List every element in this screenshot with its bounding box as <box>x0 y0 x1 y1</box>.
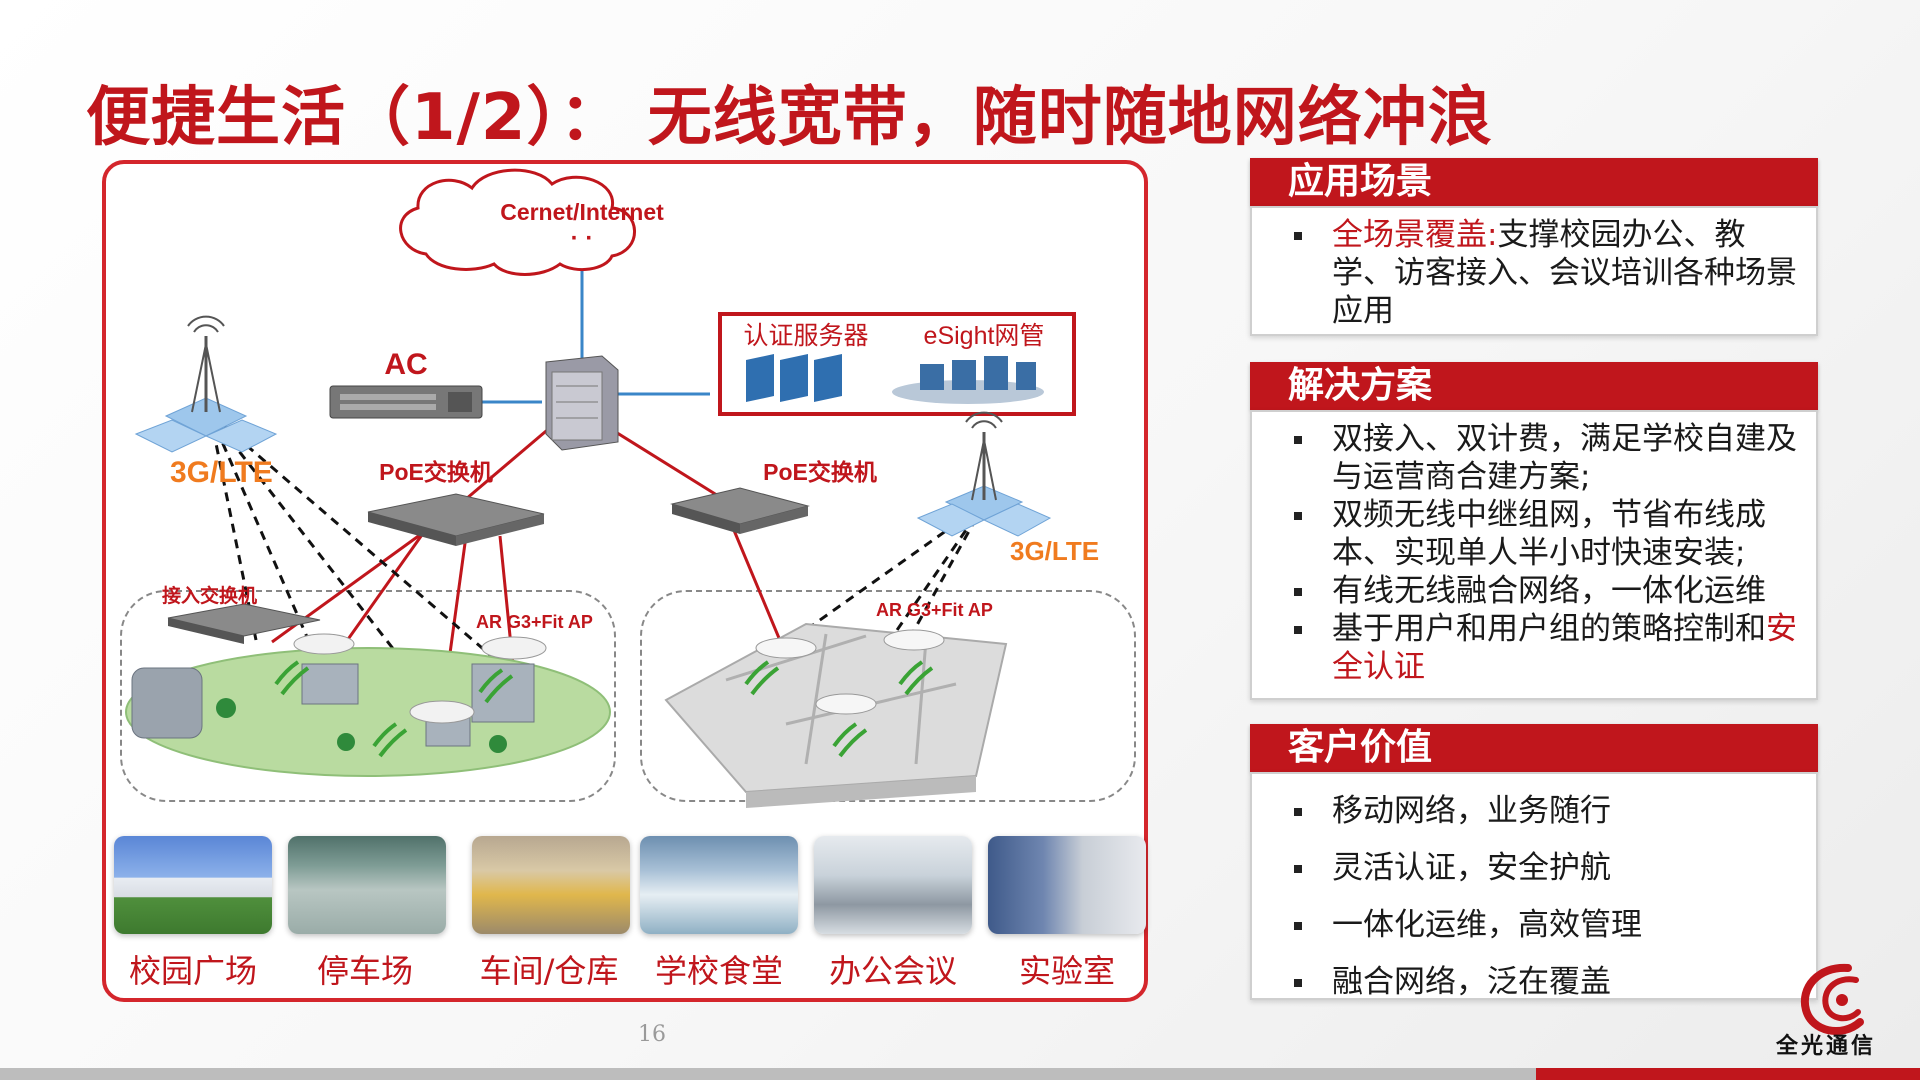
solution-item-4-tail: 安全认证 <box>1332 611 1797 685</box>
scene-caption: 办公会议 <box>828 952 957 990</box>
scene-caption: 停车场 <box>316 952 413 990</box>
scene-caption: 校园广场 <box>128 952 257 990</box>
network-diagram: Cernet/Internet · · AC 认证服务器 eSight网管 <box>102 160 1148 1002</box>
value-item: 移动网络，业务随行 <box>1290 792 1800 830</box>
campus-buildings-icon <box>131 663 535 753</box>
core-switch-icon <box>545 355 619 451</box>
poe-left-label: PoE交换机 <box>379 459 493 485</box>
office-floor-icon <box>664 622 1008 808</box>
slide-title: 便捷生活（1/2）： 无线宽带，随时随地网络冲浪 <box>86 81 1493 155</box>
scenario-body: 全场景覆盖:支撑校园办公、教学、访客接入、会议培训各种场景应用 <box>1250 206 1818 336</box>
campus-zone <box>120 590 616 802</box>
logo-text: 全光通信 <box>1776 1034 1877 1059</box>
lte-dash-7 <box>844 503 986 705</box>
esight-label: eSight网管 <box>924 322 1045 350</box>
internet-cloud-icon <box>399 168 636 276</box>
lab-photo <box>988 836 1146 934</box>
parking-photo <box>288 836 446 934</box>
lte-dash-4 <box>208 413 258 641</box>
poe-right-label: PoE交换机 <box>763 459 877 485</box>
cloud-dots: · · <box>571 225 594 252</box>
building-zone <box>640 590 1136 802</box>
esight-server-icon <box>892 356 1044 404</box>
value-item: 融合网络，泛在覆盖 <box>1290 963 1800 1001</box>
access-switch-icon <box>167 603 321 644</box>
solution-panel: 解决方案 双接入、双计费，满足学校自建及与运营商合建方案; 双频无线中继组网，节… <box>1250 362 1818 700</box>
scenario-highlight: 全场景覆盖: <box>1332 217 1498 253</box>
scene-caption: 学校食堂 <box>654 952 783 990</box>
building-ap-icons <box>744 629 945 758</box>
value-header: 客户价值 <box>1250 724 1818 772</box>
workshop-photo <box>472 836 630 934</box>
value-item: 一体化运维，高效管理 <box>1290 906 1800 944</box>
cafeteria-photo <box>640 836 798 934</box>
scenario-item: 全场景覆盖:支撑校园办公、教学、访客接入、会议培训各种场景应用 <box>1290 216 1800 330</box>
campus-ap-icons <box>274 633 547 758</box>
solution-item: 有线无线融合网络，一体化运维 <box>1290 572 1800 610</box>
core-poe-right-link <box>605 424 729 504</box>
auth-server-label: 认证服务器 <box>743 322 868 350</box>
value-item: 灵活认证，安全护航 <box>1290 849 1800 887</box>
lte-right-label: 3G/LTE <box>1010 536 1099 566</box>
lte-tower-right-icon <box>916 411 1052 537</box>
solution-item-4-text: 基于用户和用户组的策略控制和 <box>1332 611 1766 647</box>
ac-label: AC <box>384 348 427 381</box>
scene-caption: 车间/仓库 <box>479 952 619 990</box>
scenario-header: 应用场景 <box>1250 158 1818 206</box>
lte-dash-3 <box>209 412 511 674</box>
topology-svg: Cernet/Internet · · AC 认证服务器 eSight网管 <box>125 168 1099 808</box>
solution-item: 基于用户和用户组的策略控制和安全认证 <box>1290 610 1800 686</box>
scenario-text: 支撑校园办公、教学、访客接入、会议培训各种场景应用 <box>1332 217 1797 329</box>
ac-controller-icon <box>329 385 483 419</box>
poe-switch-right-icon <box>670 487 810 534</box>
scene-photo-strip: 校园广场 停车场 车间/仓库 学校食堂 办公会议 实验室 <box>114 836 1146 998</box>
solution-body: 双接入、双计费，满足学校自建及与运营商合建方案; 双频无线中继组网，节省布线成本… <box>1250 410 1818 700</box>
solution-header: 解决方案 <box>1250 362 1818 410</box>
campus-photo <box>114 836 272 934</box>
auth-server-icon <box>746 354 842 402</box>
lte-tower-left-icon <box>134 315 278 453</box>
lte-left-label: 3G/LTE <box>170 456 273 489</box>
bottom-bar-accent <box>1536 1068 1920 1080</box>
ap-right-label: AR G3+Fit AP <box>876 600 993 620</box>
company-logo-icon <box>1800 963 1864 1035</box>
value-panel: 客户价值 移动网络，业务随行 灵活认证，安全护航 一体化运维，高效管理 融合网络… <box>1250 724 1818 1000</box>
scene-caption: 实验室 <box>1018 952 1115 990</box>
page-number: 16 <box>638 1022 666 1047</box>
cloud-label: Cernet/Internet <box>500 199 664 225</box>
scenario-panel: 应用场景 全场景覆盖:支撑校园办公、教学、访客接入、会议培训各种场景应用 <box>1250 158 1818 336</box>
access-switch-label: 接入交换机 <box>162 584 257 607</box>
solution-item: 双接入、双计费，满足学校自建及与运营商合建方案; <box>1290 420 1800 496</box>
value-body: 移动网络，业务随行 灵活认证，安全护航 一体化运维，高效管理 融合网络，泛在覆盖 <box>1250 772 1818 1000</box>
poe-switch-left-icon <box>367 493 545 546</box>
solution-item: 双频无线中继组网，节省布线成本、实现单人半小时快速安装; <box>1290 496 1800 572</box>
office-photo <box>814 836 972 934</box>
bottom-bar <box>0 1068 1920 1080</box>
ap-left-label: AR G3+Fit AP <box>476 612 593 632</box>
